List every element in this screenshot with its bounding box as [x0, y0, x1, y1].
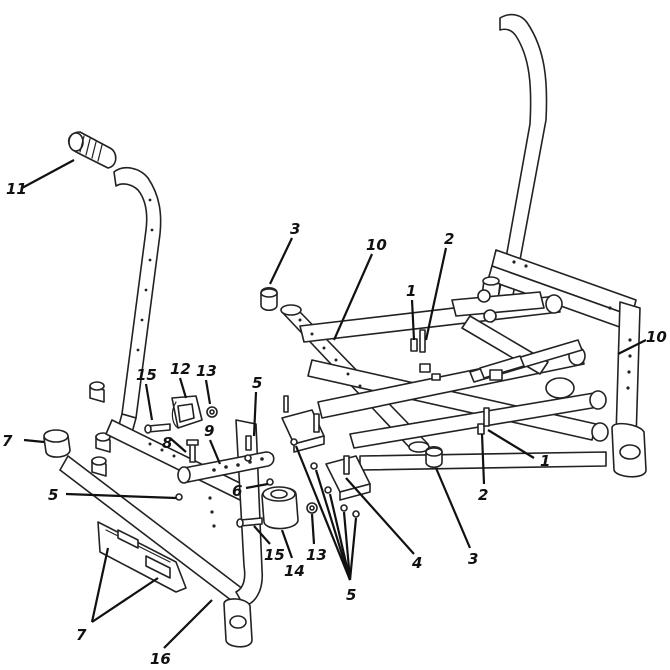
callout-3: 3	[468, 550, 478, 568]
callout-2: 2	[478, 486, 488, 504]
callout-5: 5	[48, 486, 58, 504]
callout-1: 1	[540, 452, 550, 470]
adjustment-parts	[144, 395, 371, 530]
left-side-frame	[43, 131, 264, 648]
callout-12: 12	[170, 360, 191, 378]
grip-ridges	[79, 135, 103, 162]
right-rail-holes	[512, 260, 632, 390]
adjuster-holes	[212, 457, 264, 472]
callout-7: 7	[2, 432, 13, 450]
callout-16: 16	[150, 650, 171, 668]
callout-5: 5	[346, 586, 356, 604]
leader-lines	[21, 159, 647, 649]
callout-14: 14	[284, 562, 305, 580]
callout-6: 6	[232, 482, 242, 500]
callout-5: 5	[252, 374, 262, 392]
callout-10: 10	[646, 328, 667, 346]
callout-15: 15	[264, 546, 285, 564]
callout-3: 3	[290, 220, 300, 238]
callout-13: 13	[306, 546, 327, 564]
callout-13: 13	[196, 362, 217, 380]
cross-tubes	[280, 289, 609, 471]
center-fasteners	[260, 286, 490, 469]
callout-10: 10	[366, 236, 387, 254]
callout-2: 2	[444, 230, 454, 248]
callout-8: 8	[162, 434, 172, 452]
callout-labels: 11 3 10 2 1 10 15 12 13 5 7 8 9 5 6 1 2 …	[2, 180, 667, 668]
callout-7: 7	[76, 626, 87, 644]
callout-1: 1	[406, 282, 416, 300]
callout-15: 15	[136, 366, 157, 384]
callout-11: 11	[6, 180, 27, 198]
callout-4: 4	[411, 554, 422, 572]
callout-9: 9	[204, 422, 214, 440]
